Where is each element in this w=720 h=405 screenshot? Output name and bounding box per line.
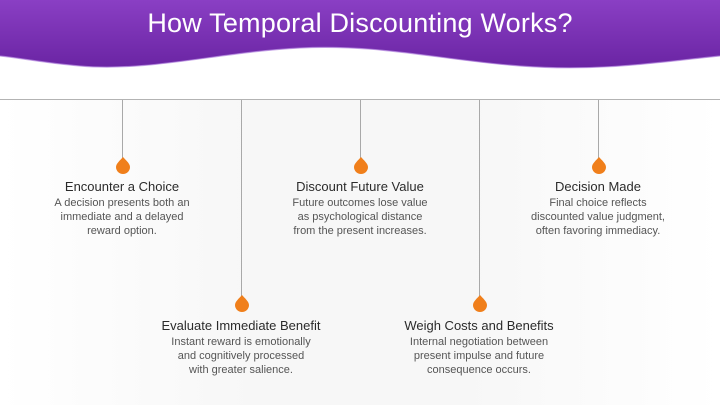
step-desc-line: Future outcomes lose value xyxy=(292,197,428,209)
stem-4 xyxy=(479,100,480,300)
step-decision-made: Decision Made Final choice reflects disc… xyxy=(508,179,688,238)
stem-3 xyxy=(360,100,361,162)
step-desc-line: A decision presents both an xyxy=(54,197,190,209)
step-title: Encounter a Choice xyxy=(64,179,180,194)
step-desc-line: as psychological distance xyxy=(297,211,423,223)
step-desc-line: immediate and a delayed xyxy=(60,211,184,223)
step-desc-line: from the present increases. xyxy=(293,225,427,237)
step-desc-line: present impulse and future xyxy=(413,350,545,362)
timeline-line xyxy=(0,99,720,100)
step-desc-line: often favoring immediacy. xyxy=(535,225,661,237)
pin-icon xyxy=(235,295,249,312)
step-title: Evaluate Immediate Benefit xyxy=(161,318,321,333)
stem-5 xyxy=(598,100,599,162)
pin-icon xyxy=(592,157,606,174)
step-desc-line: Internal negotiation between xyxy=(409,336,549,348)
step-title: Decision Made xyxy=(555,179,641,194)
step-desc-line: consequence occurs. xyxy=(427,364,531,376)
header-banner: How Temporal Discounting Works? xyxy=(0,0,720,80)
pin-icon xyxy=(354,157,368,174)
step-desc-line: Instant reward is emotionally xyxy=(171,336,311,348)
step-evaluate-benefit: Evaluate Immediate Benefit Instant rewar… xyxy=(141,318,341,377)
step-title: Weigh Costs and Benefits xyxy=(404,318,554,333)
page-title: How Temporal Discounting Works? xyxy=(147,8,573,38)
step-desc-line: reward option. xyxy=(87,225,157,237)
pin-icon xyxy=(116,157,130,174)
step-desc-line: Final choice reflects xyxy=(549,197,647,209)
step-encounter-choice: Encounter a Choice A decision presents b… xyxy=(32,179,212,238)
step-weigh-costs: Weigh Costs and Benefits Internal negoti… xyxy=(379,318,579,377)
stem-2 xyxy=(241,100,242,300)
pin-icon xyxy=(473,295,487,312)
wave-banner xyxy=(0,0,720,69)
step-desc-line: discounted value judgment, xyxy=(531,211,665,223)
step-desc-line: with greater salience. xyxy=(189,364,293,376)
step-title: Discount Future Value xyxy=(296,179,424,194)
stem-1 xyxy=(122,100,123,162)
step-desc-line: and cognitively processed xyxy=(177,350,305,362)
step-discount-future: Discount Future Value Future outcomes lo… xyxy=(270,179,450,238)
